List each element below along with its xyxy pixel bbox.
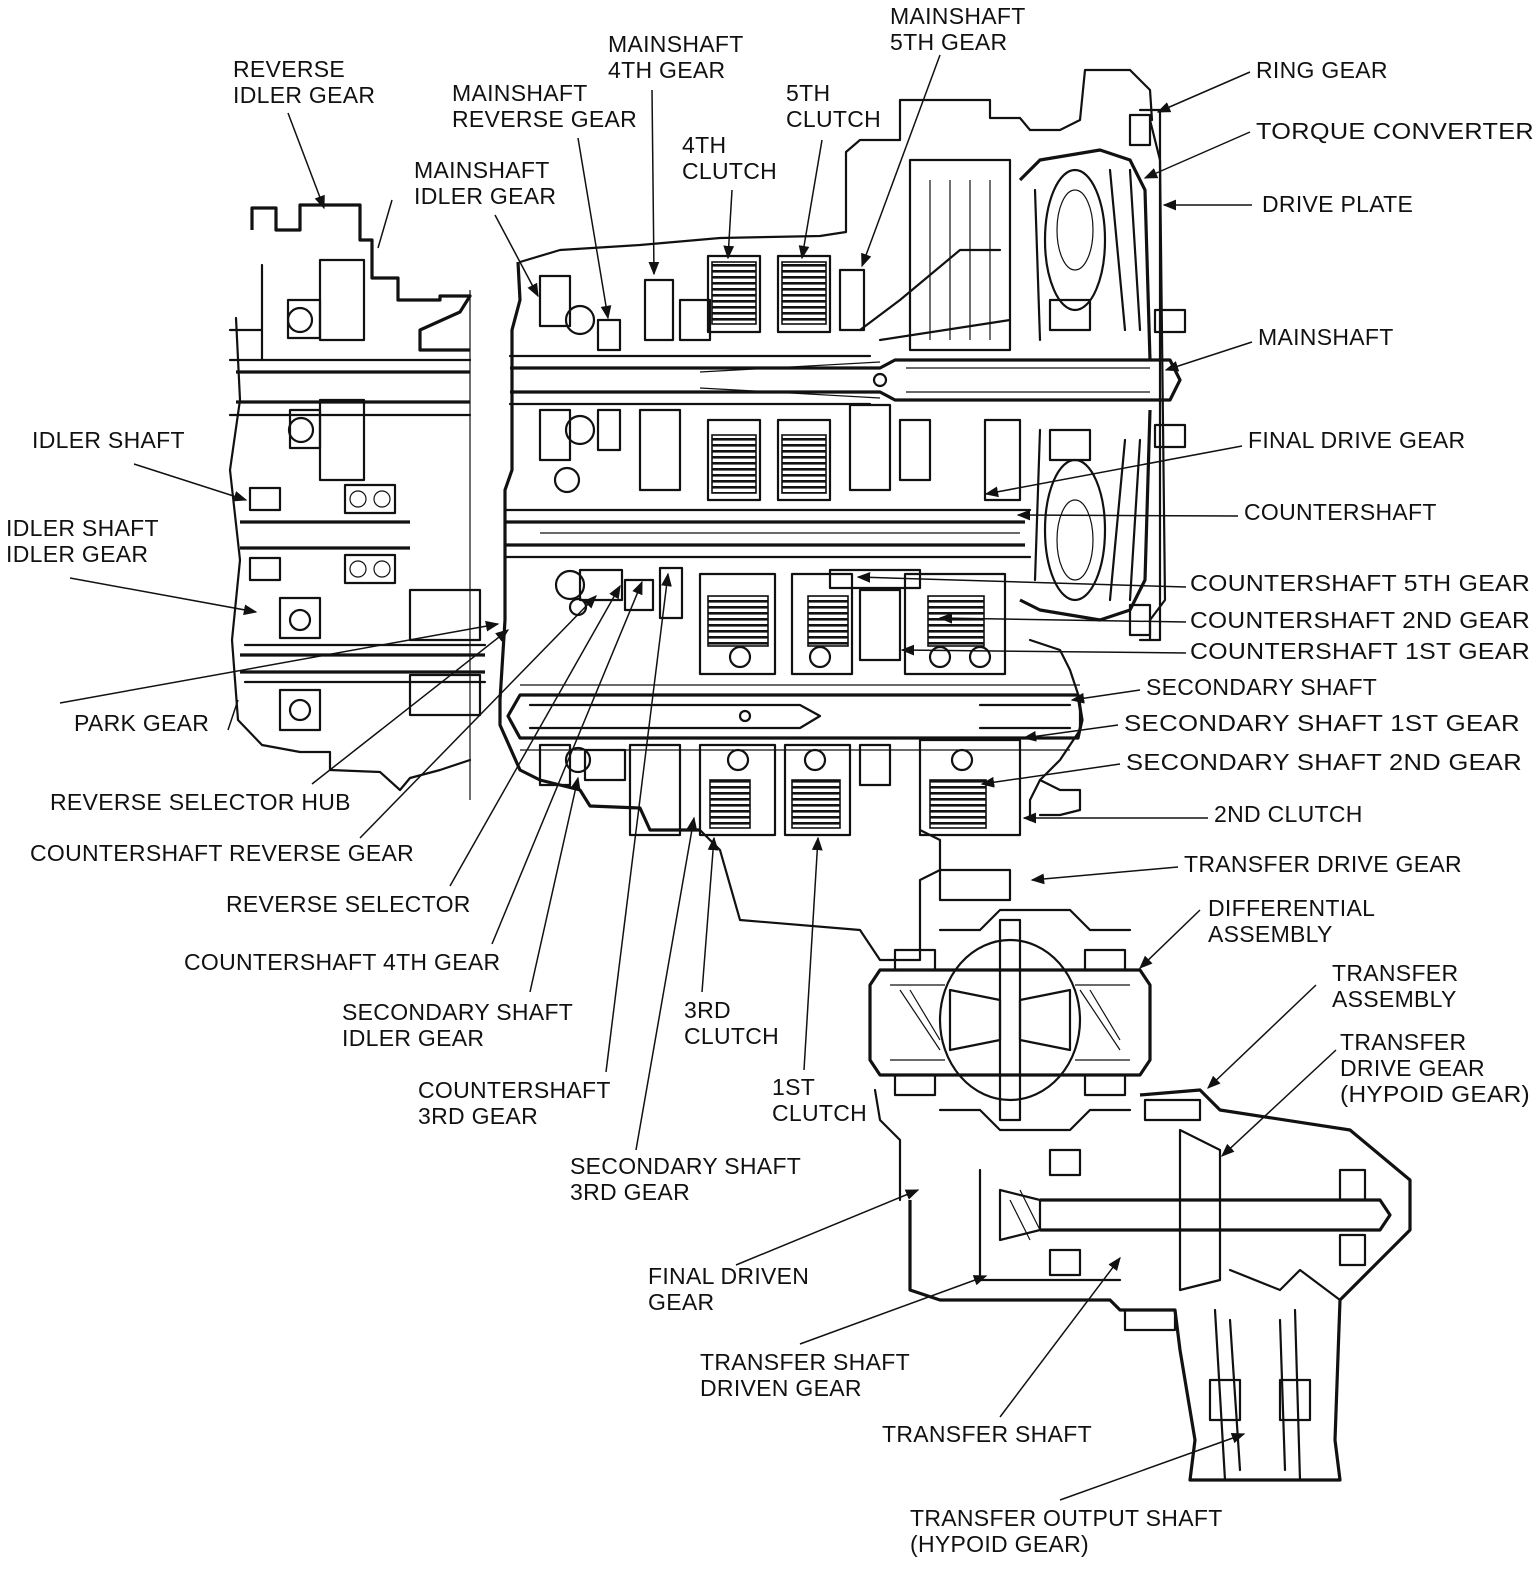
- label-countershaft-2nd-gear: COUNTERSHAFT 2ND GEAR: [1190, 607, 1530, 633]
- label-countershaft-5th-gear: COUNTERSHAFT 5TH GEAR: [1190, 570, 1530, 596]
- label-secondary-shaft-1st-gear: SECONDARY SHAFT 1ST GEAR: [1124, 710, 1520, 736]
- label-countershaft-4th-gear: COUNTERSHAFT 4TH GEAR: [184, 949, 500, 975]
- label-4th-clutch: 4TH CLUTCH: [682, 132, 777, 184]
- label-transfer-drive-gear-hypoid: TRANSFER DRIVE GEAR (HYPOID GEAR): [1340, 1029, 1530, 1107]
- label-mainshaft-reverse-gear: MAINSHAFT REVERSE GEAR: [452, 80, 637, 132]
- label-transfer-output-shaft: TRANSFER OUTPUT SHAFT (HYPOID GEAR): [910, 1505, 1229, 1557]
- label-countershaft-3rd-gear: COUNTERSHAFT 3RD GEAR: [418, 1077, 617, 1129]
- transmission-drawing: [228, 68, 1412, 1482]
- transfer-assembly-drawing: [908, 1088, 1412, 1482]
- part-labels: REVERSE IDLER GEAR MAINSHAFT 4TH GEAR MA…: [6, 3, 1534, 1557]
- label-countershaft-reverse-gear: COUNTERSHAFT REVERSE GEAR: [30, 840, 414, 866]
- label-idler-shaft-idler-gear: IDLER SHAFT IDLER GEAR: [6, 515, 165, 567]
- label-drive-plate: DRIVE PLATE: [1262, 191, 1413, 217]
- label-secondary-shaft: SECONDARY SHAFT: [1146, 674, 1377, 700]
- label-transfer-drive-gear: TRANSFER DRIVE GEAR: [1184, 851, 1462, 877]
- secondary-shaft-gears: [538, 738, 1022, 837]
- label-2nd-clutch: 2ND CLUTCH: [1214, 801, 1363, 827]
- countershaft-drawing: [503, 508, 1032, 559]
- label-secondary-shaft-2nd-gear: SECONDARY SHAFT 2ND GEAR: [1126, 749, 1522, 775]
- label-reverse-selector: REVERSE SELECTOR: [226, 891, 471, 917]
- label-5th-clutch: 5TH CLUTCH: [786, 80, 881, 132]
- label-idler-shaft: IDLER SHAFT: [32, 427, 185, 453]
- label-3rd-clutch: 3RD CLUTCH: [684, 997, 779, 1049]
- label-mainshaft-4th-gear: MAINSHAFT 4TH GEAR: [608, 31, 750, 83]
- label-park-gear: PARK GEAR: [74, 710, 209, 736]
- label-secondary-shaft-3rd-gear: SECONDARY SHAFT 3RD GEAR: [570, 1153, 807, 1205]
- label-mainshaft: MAINSHAFT: [1258, 324, 1394, 350]
- label-countershaft: COUNTERSHAFT: [1244, 499, 1437, 525]
- leader-lines: [59, 54, 1337, 1501]
- idler-shaft-housing: [228, 203, 487, 800]
- label-differential-assembly: DIFFERENTIAL ASSEMBLY: [1208, 895, 1381, 947]
- label-final-driven-gear: FINAL DRIVEN GEAR: [648, 1263, 816, 1315]
- label-mainshaft-idler-gear: MAINSHAFT IDLER GEAR: [414, 157, 556, 209]
- label-torque-converter: TORQUE CONVERTER: [1256, 118, 1534, 144]
- countershaft-gears: [554, 566, 1007, 676]
- label-mainshaft-5th-gear: MAINSHAFT 5TH GEAR: [890, 3, 1032, 55]
- label-transfer-shaft: TRANSFER SHAFT: [882, 1421, 1092, 1447]
- label-reverse-selector-hub: REVERSE SELECTOR HUB: [50, 789, 351, 815]
- mainshaft-drawing: [508, 354, 1182, 406]
- label-reverse-idler-gear: REVERSE IDLER GEAR: [233, 56, 375, 108]
- label-countershaft-1st-gear: COUNTERSHAFT 1ST GEAR: [1190, 638, 1530, 664]
- mainshaft-gears: [538, 158, 1022, 502]
- label-final-drive-gear: FINAL DRIVE GEAR: [1248, 427, 1465, 453]
- label-ring-gear: RING GEAR: [1256, 57, 1388, 83]
- label-secondary-shaft-idler-gear: SECONDARY SHAFT IDLER GEAR: [342, 999, 579, 1051]
- label-transfer-assembly: TRANSFER ASSEMBLY: [1332, 960, 1465, 1012]
- label-1st-clutch: 1ST CLUTCH: [772, 1074, 867, 1126]
- differential-assembly-drawing: [698, 828, 1152, 1202]
- label-transfer-shaft-driven-gear: TRANSFER SHAFT DRIVEN GEAR: [700, 1349, 916, 1401]
- torque-converter: [1018, 108, 1187, 642]
